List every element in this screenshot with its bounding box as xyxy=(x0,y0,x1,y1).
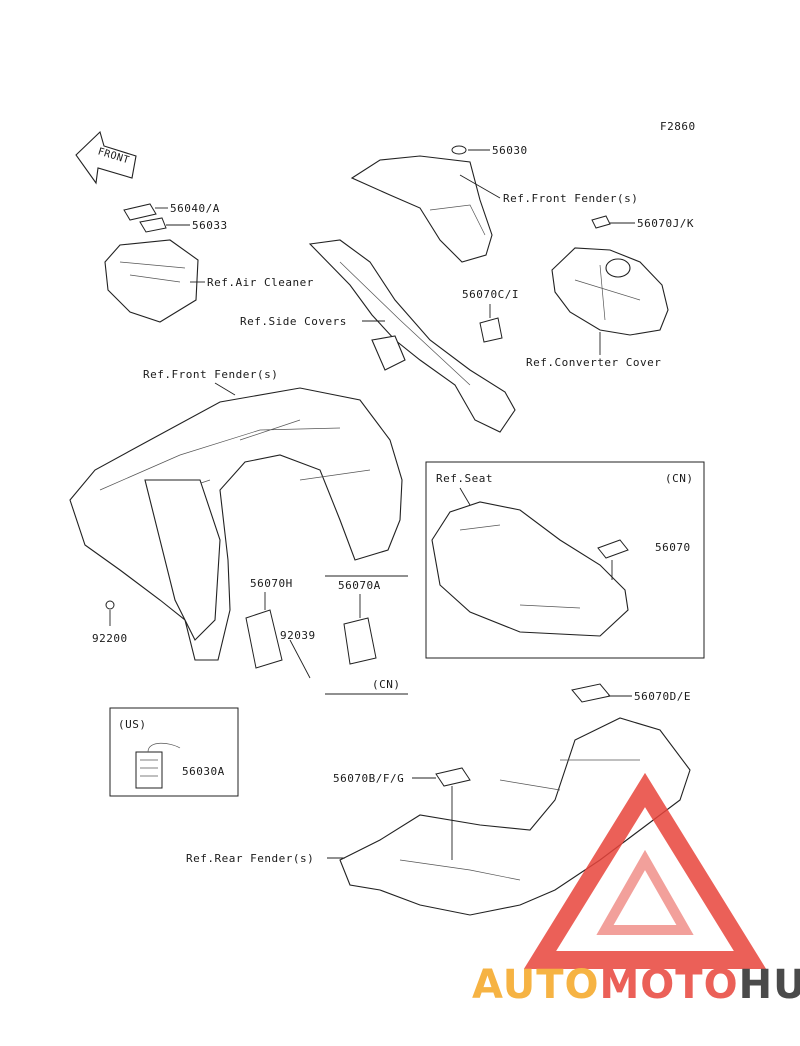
decal-56070de xyxy=(571,683,611,703)
label-56070jk: 56070J/K xyxy=(637,217,694,230)
decal-56033 xyxy=(139,217,167,233)
label-cn-seat: (CN) xyxy=(665,472,694,485)
label-56070bfg: 56070B/F/G xyxy=(333,772,404,785)
front-fender-main-part xyxy=(69,387,403,661)
grommet-56030 xyxy=(451,145,467,155)
label-ref-front-fender-top: Ref.Front Fender(s) xyxy=(503,192,638,205)
label-ref-seat: Ref.Seat xyxy=(436,472,493,485)
front-arrow-icon: FRONT xyxy=(75,130,137,185)
label-56070h: 56070H xyxy=(250,577,293,590)
label-56070de: 56070D/E xyxy=(634,690,691,703)
side-covers-part xyxy=(308,239,516,433)
decal-56070h xyxy=(245,609,283,669)
seat-group-box xyxy=(425,461,705,659)
label-ref-rear-fender: Ref.Rear Fender(s) xyxy=(186,852,314,865)
air-cleaner-part xyxy=(104,203,199,323)
rear-fender-part xyxy=(339,683,691,916)
us-group-box xyxy=(109,707,239,797)
label-56070ci: 56070C/I xyxy=(462,288,519,301)
label-56030a: 56030A xyxy=(182,765,225,778)
label-ref-side-covers: Ref.Side Covers xyxy=(240,315,347,328)
seat-part xyxy=(431,501,629,637)
watermark-logo: AUTOMOTOHUB xyxy=(472,772,800,1008)
decal-56070bfg xyxy=(435,767,471,787)
watermark-part1: AUTO xyxy=(472,962,600,1008)
label-ref-air-cleaner: Ref.Air Cleaner xyxy=(207,276,314,289)
label-cn-group: (CN) xyxy=(372,678,401,691)
converter-cover-part xyxy=(551,215,669,336)
figure-code: F2860 xyxy=(660,120,696,133)
decal-56040a xyxy=(123,203,157,221)
tag-56030a xyxy=(135,742,181,789)
decal-56070ci xyxy=(479,317,503,343)
label-ref-front-fender-main: Ref.Front Fender(s) xyxy=(143,368,278,381)
decal-56070 xyxy=(597,539,629,559)
top-front-fender-part xyxy=(350,145,493,263)
watermark-part3: HUB xyxy=(739,962,800,1008)
label-92039: 92039 xyxy=(280,629,316,642)
decal-56070a xyxy=(343,617,377,665)
label-ref-converter-cover: Ref.Converter Cover xyxy=(526,356,661,369)
clip-92200 xyxy=(105,600,115,610)
watermark-part2: MOTO xyxy=(600,962,739,1008)
label-56033: 56033 xyxy=(192,219,228,232)
watermark-triangle-icon xyxy=(523,772,767,969)
label-92200: 92200 xyxy=(92,632,128,645)
watermark-text: AUTOMOTOHUB xyxy=(472,962,800,1008)
label-us: (US) xyxy=(118,718,147,731)
label-56040a: 56040/A xyxy=(170,202,220,215)
label-56070: 56070 xyxy=(655,541,691,554)
decal-56070jk xyxy=(591,215,611,229)
label-56030: 56030 xyxy=(492,144,528,157)
label-56070a: 56070A xyxy=(338,579,381,592)
